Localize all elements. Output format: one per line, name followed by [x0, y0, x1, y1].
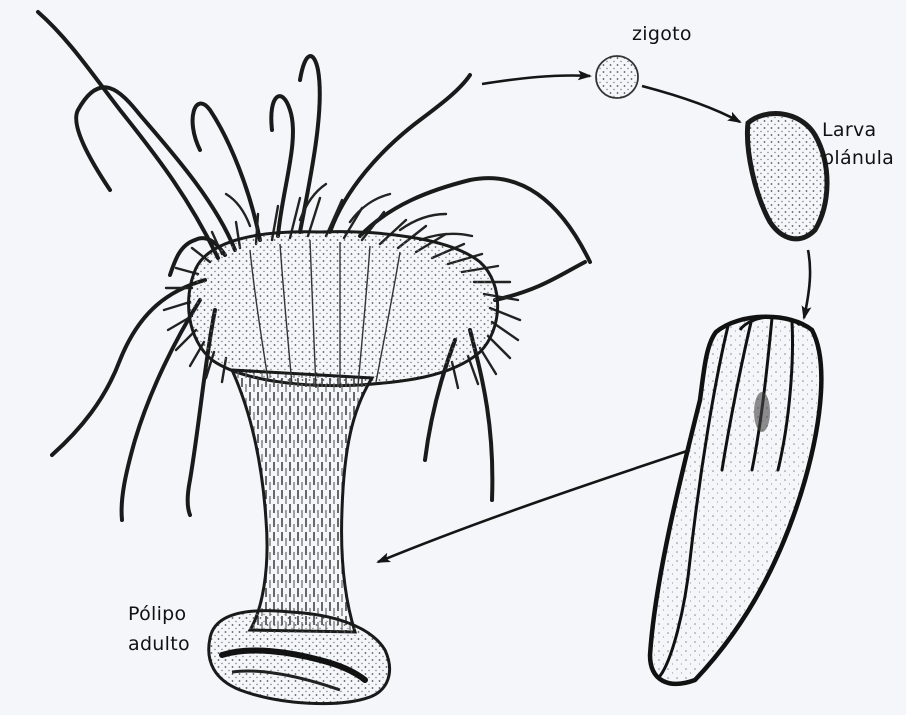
arrow-larva-to-young-polyp	[804, 250, 810, 318]
young-polyp	[650, 317, 821, 684]
larva-label-line2: plánula	[822, 146, 894, 170]
adult-polyp	[38, 12, 590, 704]
polyp-label-line2: adulto	[128, 632, 190, 656]
zygote-cell	[596, 56, 638, 98]
arrow-zygote-to-larva	[642, 86, 740, 122]
polyp-label-line1: Pólipo	[128, 602, 186, 626]
polyp-head	[189, 232, 498, 386]
larva-label-line1: Larva	[822, 118, 876, 142]
arrow-polyp-to-zygote	[482, 75, 590, 84]
polyp-stalk	[232, 370, 372, 632]
planula-larva	[747, 114, 827, 239]
zygote-label: zigoto	[632, 22, 692, 46]
arrow-young-to-adult-polyp	[378, 450, 690, 562]
